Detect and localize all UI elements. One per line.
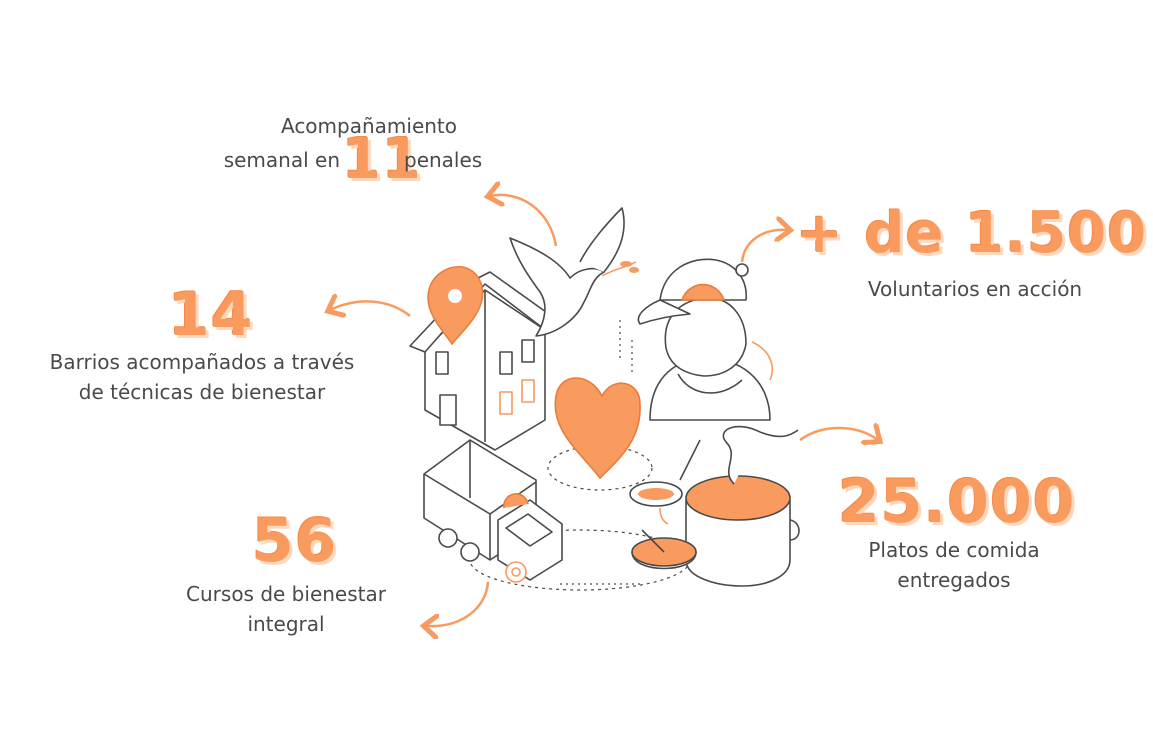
- penales-suffix: penales: [404, 148, 483, 172]
- dotted-paths: [560, 320, 640, 585]
- dove-icon: [509, 207, 639, 337]
- cursos-line2: integral: [247, 612, 325, 636]
- cursos-number: 56: [252, 506, 338, 576]
- heart-icon: [554, 377, 641, 480]
- barrios-number: 14: [168, 280, 254, 350]
- platos-number: 25.000: [838, 467, 1076, 537]
- barrios-line1: Barrios acompañados a través: [49, 350, 355, 374]
- cursos-line1: Cursos de bienestar: [186, 582, 386, 606]
- voluntarios-number: + de 1.500: [796, 201, 1148, 266]
- barrios-line2: de técnicas de bienestar: [78, 380, 326, 404]
- voluntarios-label: Voluntarios en acción: [867, 277, 1083, 301]
- platos-line2: entregados: [897, 568, 1011, 592]
- arrow-to-cursos: [426, 581, 490, 626]
- location-pin-icon: [427, 266, 484, 346]
- arrow-to-voluntarios: [740, 230, 788, 263]
- truck-icon: [423, 439, 563, 583]
- volunteer-icon: [637, 258, 774, 421]
- soup-pot-icon: [629, 425, 800, 587]
- arrow-to-barrios: [330, 301, 411, 316]
- bowl-icon: [631, 529, 697, 570]
- platos-line1: Platos de comida: [868, 538, 1040, 562]
- penales-line1: Acompañamiento: [280, 114, 458, 138]
- penales-prefix: semanal en: [223, 148, 340, 172]
- arrow-to-penales: [490, 195, 558, 247]
- penales-number: 11: [342, 127, 422, 192]
- arrow-to-platos: [799, 428, 878, 440]
- house-icon: [409, 271, 561, 451]
